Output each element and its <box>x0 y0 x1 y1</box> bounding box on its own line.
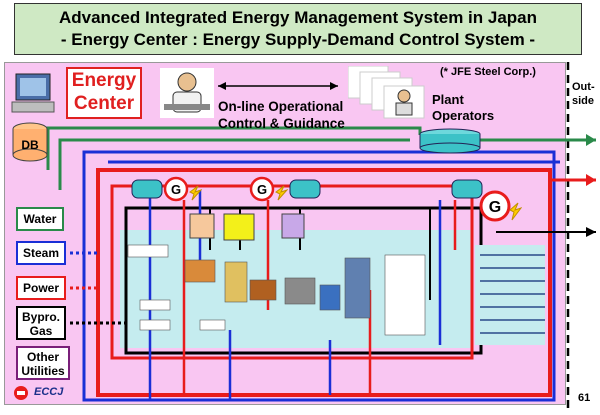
title-line-2: - Energy Center : Energy Supply-Demand C… <box>60 30 536 49</box>
energy-center-line-2: Center <box>73 93 135 114</box>
lightning-icon <box>189 185 202 201</box>
online-control-label: On-line Operational Control & Guidance <box>218 98 345 132</box>
online-line-1: On-line Operational <box>218 99 344 114</box>
generator-icon: G <box>163 176 202 202</box>
db-label: DB <box>21 138 39 152</box>
energy-center-box: Energy Center <box>66 67 142 119</box>
eccj-text: ECCJ <box>34 386 64 398</box>
gas-holder-icon <box>451 179 483 199</box>
plant-operators-line-2: Operators <box>432 108 495 123</box>
lightning-icon <box>275 185 288 201</box>
water-line-2 <box>58 138 410 190</box>
computer-icon <box>11 73 55 113</box>
gas-holder-icon <box>131 179 163 199</box>
other-utilities-box: Other Utilities <box>16 346 70 380</box>
byproduct-gas-box: Bypro. Gas <box>16 306 66 340</box>
generator-icon: G <box>249 176 288 202</box>
steam-box: Steam <box>16 241 66 265</box>
water-line-1 <box>46 126 422 170</box>
plant-vessels <box>189 213 305 241</box>
outside-line-1: Out- <box>572 81 595 93</box>
generator-label: G <box>257 182 267 197</box>
power-box: Power <box>16 276 66 300</box>
online-line-2: Control & Guidance <box>218 116 345 131</box>
water-label: Water <box>23 212 57 226</box>
water-arrow <box>586 134 596 146</box>
plant-operators-icons <box>348 66 425 119</box>
title-banner: Advanced Integrated Energy Management Sy… <box>14 3 582 55</box>
steam-loop-outer <box>82 150 556 402</box>
power-outside-arrow <box>586 174 596 186</box>
gas-holder-icon <box>289 179 321 199</box>
byproduct-line-2: Gas <box>29 324 53 338</box>
generator-label: G <box>171 182 181 197</box>
byproduct-line-1: Bypro. <box>21 310 60 324</box>
operator-icon <box>160 68 214 118</box>
page-number: 61 <box>578 392 591 404</box>
other-utilities-line-1: Other <box>26 350 59 364</box>
lightning-icon <box>509 202 522 221</box>
credit-text: (* JFE Steel Corp.) <box>440 66 536 78</box>
tank-icon <box>419 128 481 154</box>
other-utilities-line-2: Utilities <box>21 364 65 378</box>
main-generator-icon: G <box>479 190 522 222</box>
outside-label: Out- side <box>572 80 595 108</box>
water-box: Water <box>16 207 64 231</box>
eccj-logo <box>14 386 28 400</box>
steam-label: Steam <box>22 246 60 260</box>
energy-center-line-1: Energy <box>71 70 137 91</box>
plant-operators-label: Plant Operators <box>432 92 494 124</box>
generator-label: G <box>489 199 501 216</box>
plant-operators-line-1: Plant <box>432 92 464 107</box>
power-loop-outer <box>96 168 552 397</box>
gas-outside-arrow <box>586 227 596 237</box>
outside-line-2: side <box>572 95 595 107</box>
power-label: Power <box>22 281 59 295</box>
title-line-1: Advanced Integrated Energy Management Sy… <box>58 8 538 27</box>
database-icon: DB <box>12 122 48 162</box>
